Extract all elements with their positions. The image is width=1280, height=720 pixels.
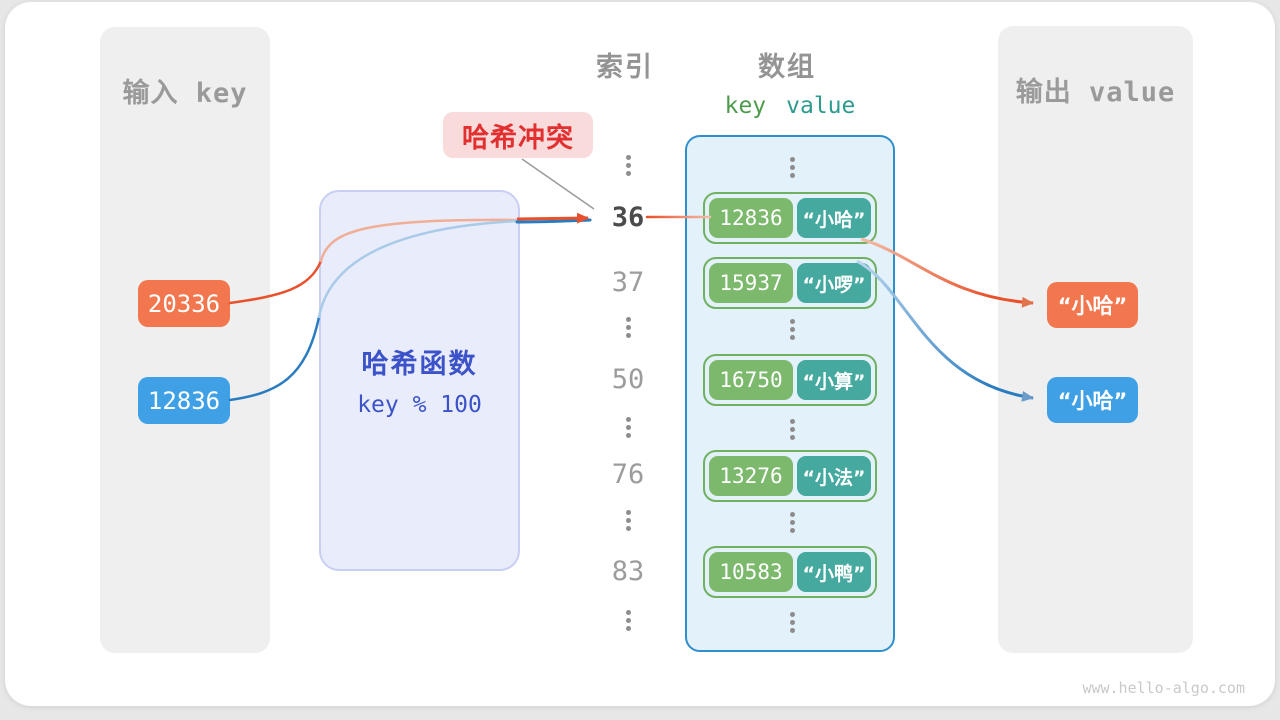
ellipsis-dots [787, 157, 797, 178]
array-pair-row: 15937 “小啰” [703, 257, 877, 309]
index-value-37: 37 [611, 267, 645, 298]
output-value-blue: “小哈” [1047, 377, 1138, 423]
value-header-label: value [786, 93, 856, 119]
index-value-50: 50 [611, 364, 645, 395]
pair-value: “小法” [797, 456, 871, 496]
pair-key: 10583 [709, 552, 793, 592]
input-key-panel-title: 输入 key [122, 78, 248, 109]
output-value-orange: “小哈” [1047, 282, 1138, 328]
hash-function-title: 哈希函数 [361, 349, 478, 380]
input-key-panel: 输入 key [100, 27, 270, 653]
pair-value: “小算” [797, 360, 871, 400]
array-pair-row: 13276 “小法” [703, 450, 877, 502]
pair-value: “小鸭” [797, 552, 871, 592]
index-column-header: 索引 [596, 52, 654, 83]
pair-key: 13276 [709, 456, 793, 496]
output-value-panel: 输出 value [998, 26, 1193, 653]
watermark: www.hello-algo.com [1082, 679, 1245, 697]
array-pair-row: 12836 “小哈” [703, 192, 877, 244]
ellipsis-dots [787, 512, 797, 533]
index-value-76: 76 [611, 459, 645, 490]
ellipsis-dots [623, 155, 633, 176]
key-value-header: key value [685, 93, 895, 119]
index-value-36: 36 [611, 202, 645, 233]
array-column-header: 数组 [758, 52, 816, 83]
ellipsis-dots [787, 319, 797, 340]
ellipsis-dots [623, 510, 633, 531]
array-pair-row: 16750 “小算” [703, 354, 877, 406]
ellipsis-dots [623, 610, 633, 631]
pair-key: 12836 [709, 198, 793, 238]
hash-function-formula: key % 100 [357, 392, 482, 418]
ellipsis-dots [623, 317, 633, 338]
input-key-20336: 20336 [138, 280, 230, 327]
pair-key: 16750 [709, 360, 793, 400]
output-value-panel-title: 输出 value [1015, 77, 1176, 108]
array-pair-row: 10583 “小鸭” [703, 546, 877, 598]
key-header-label: key [724, 93, 767, 119]
ellipsis-dots [787, 419, 797, 440]
hash-function-box: 哈希函数 key % 100 [319, 190, 520, 571]
input-key-12836: 12836 [138, 377, 230, 424]
pair-key: 15937 [709, 263, 793, 303]
ellipsis-dots [787, 612, 797, 633]
array-bucket-container: 12836 “小哈” 15937 “小啰” 16750 “小算” 13276 “… [685, 135, 895, 652]
pair-value: “小啰” [797, 263, 871, 303]
index-value-83: 83 [611, 556, 645, 587]
ellipsis-dots [623, 417, 633, 438]
pair-value: “小哈” [797, 198, 871, 238]
hash-collision-label: 哈希冲突 [443, 112, 593, 158]
